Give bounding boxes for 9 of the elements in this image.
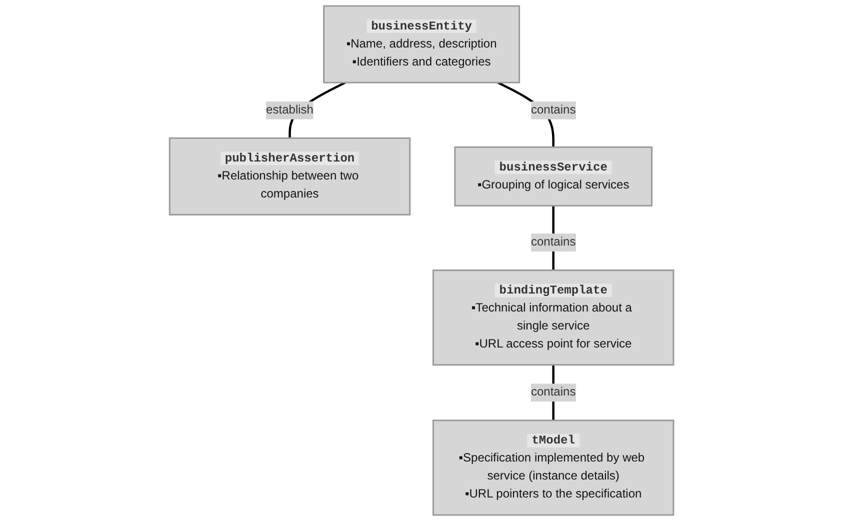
edge-label: establish	[266, 104, 314, 116]
edge-label: contains	[530, 104, 576, 116]
node-box: bindingTemplate ▪Technical information about a single service ▪URL access point for service	[432, 270, 674, 366]
node-box: businessEntity ▪Name, address, description ▪Identifiers and categories	[322, 5, 520, 84]
edge-label: contains	[530, 236, 576, 248]
node-box: publisherAssertion ▪Relationship between two companies	[168, 137, 411, 216]
node-box: businessService ▪Grouping of logical services	[454, 146, 652, 206]
edge-label: contains	[530, 386, 576, 399]
node-box: tModel ▪Specification implemented by web service (instance details) ▪URL pointers to the specification	[432, 420, 674, 516]
